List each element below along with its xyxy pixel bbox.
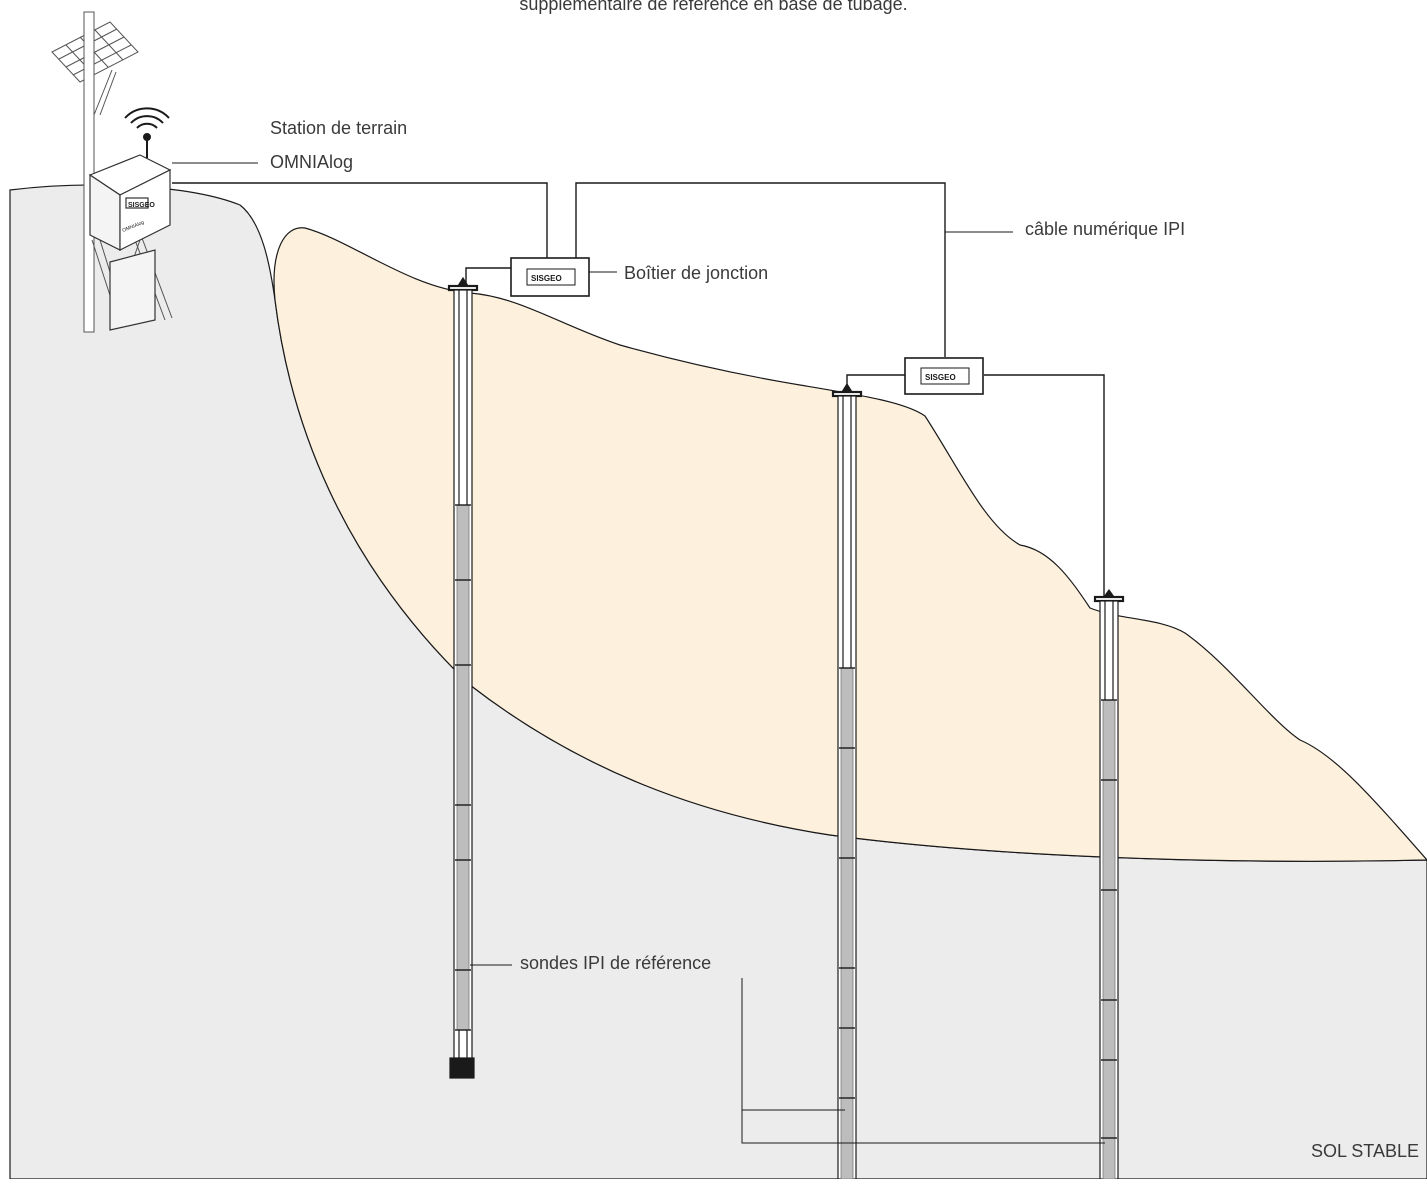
diagram-caption: supplémentaire de référence en base de t… [519,0,908,14]
junction-box-label: Boîtier de jonction [624,263,769,283]
leader-lines [172,162,1105,1144]
cable-label: câble numérique IPI [1025,219,1186,239]
antenna-signal-icon [124,107,170,158]
logger-enclosure-icon [88,154,172,331]
reference-probes-label: sondes IPI de référence [520,953,712,973]
solar-panel-icon [51,21,139,83]
junction-box-logo-2: SISGEO [925,373,956,382]
stable-ground-label: SOL STABLE [1310,1141,1419,1161]
junction-box-logo-1: SISGEO [531,274,562,283]
station-logo-text: SISGEO [128,202,155,209]
probe-joints [455,504,1117,1139]
station-label-line1: Station de terrain [270,118,408,138]
junction-box-icon [510,257,984,395]
station-label-line2: OMNIAlog [270,152,354,172]
